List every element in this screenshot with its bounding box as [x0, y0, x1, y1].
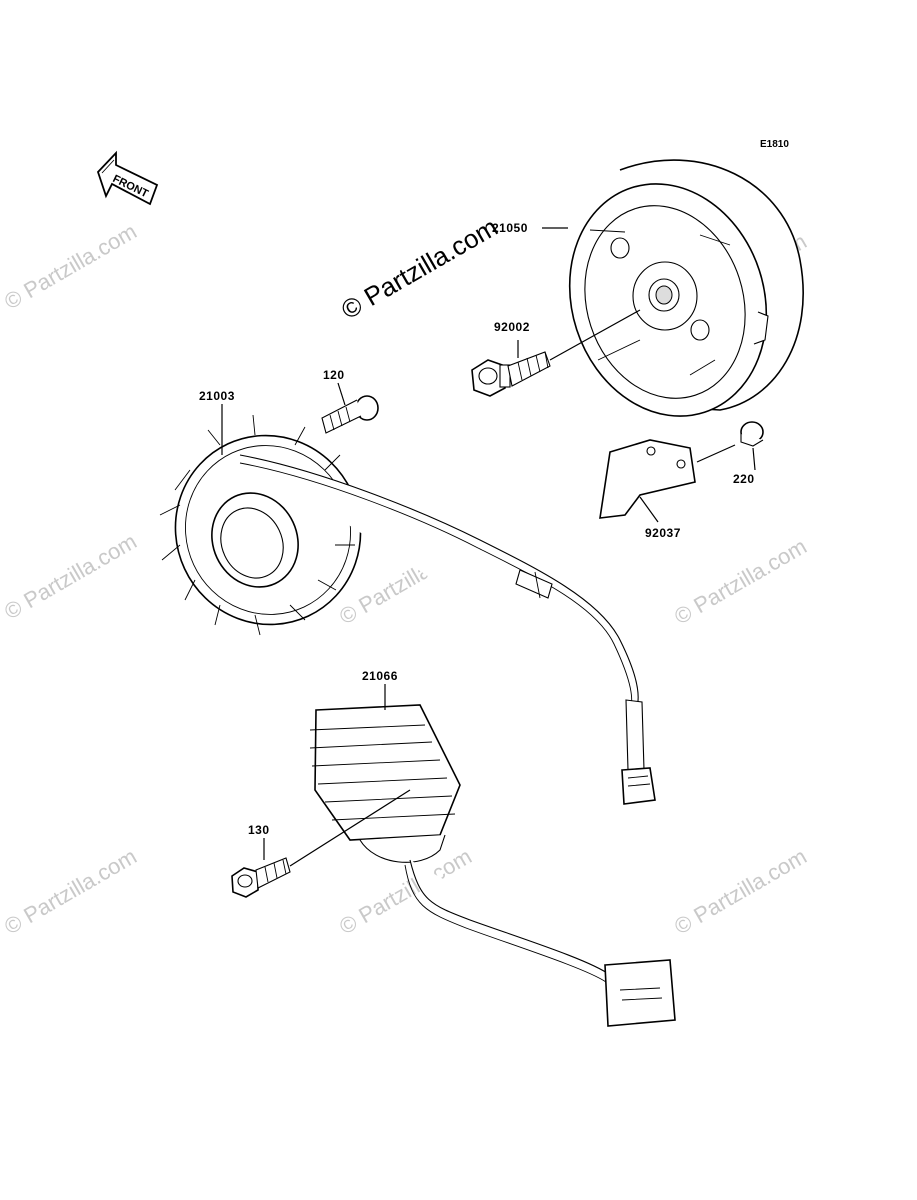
watermark-tile: © Partzilla.com [0, 219, 141, 315]
front-arrow-icon: FRONT [96, 150, 159, 206]
part-label-92037[interactable]: 92037 [645, 526, 681, 540]
bolt-92002[interactable] [471, 309, 641, 397]
watermark-tile: © Partzilla.com [0, 844, 141, 940]
leader-220 [752, 447, 756, 471]
part-label-21050[interactable]: 21050 [492, 221, 528, 235]
watermark-tile: © Partzilla.com [0, 529, 141, 625]
diagram-code: E1810 [760, 139, 789, 150]
part-label-120[interactable]: 120 [323, 368, 345, 382]
watermark-tile: © Partzilla.com [670, 844, 811, 940]
bolt-120[interactable] [321, 395, 379, 434]
leader-120 [337, 382, 346, 406]
watermark-tile: © Partzilla.com [670, 534, 811, 630]
part-label-92002[interactable]: 92002 [494, 320, 530, 334]
leader-92037 [639, 496, 659, 523]
regulator-21066[interactable] [309, 704, 676, 1027]
bracket-92037[interactable] [599, 439, 736, 519]
part-label-21066[interactable]: 21066 [362, 669, 398, 683]
stator-21003[interactable] [144, 405, 656, 805]
rotor-21050[interactable] [540, 158, 804, 442]
part-label-130[interactable]: 130 [248, 823, 270, 837]
part-label-220[interactable]: 220 [733, 472, 755, 486]
part-label-21003[interactable]: 21003 [199, 389, 235, 403]
watermark-main: © Partzilla.com [336, 212, 503, 326]
bolt-130[interactable] [231, 789, 411, 898]
screw-220[interactable] [740, 421, 764, 447]
